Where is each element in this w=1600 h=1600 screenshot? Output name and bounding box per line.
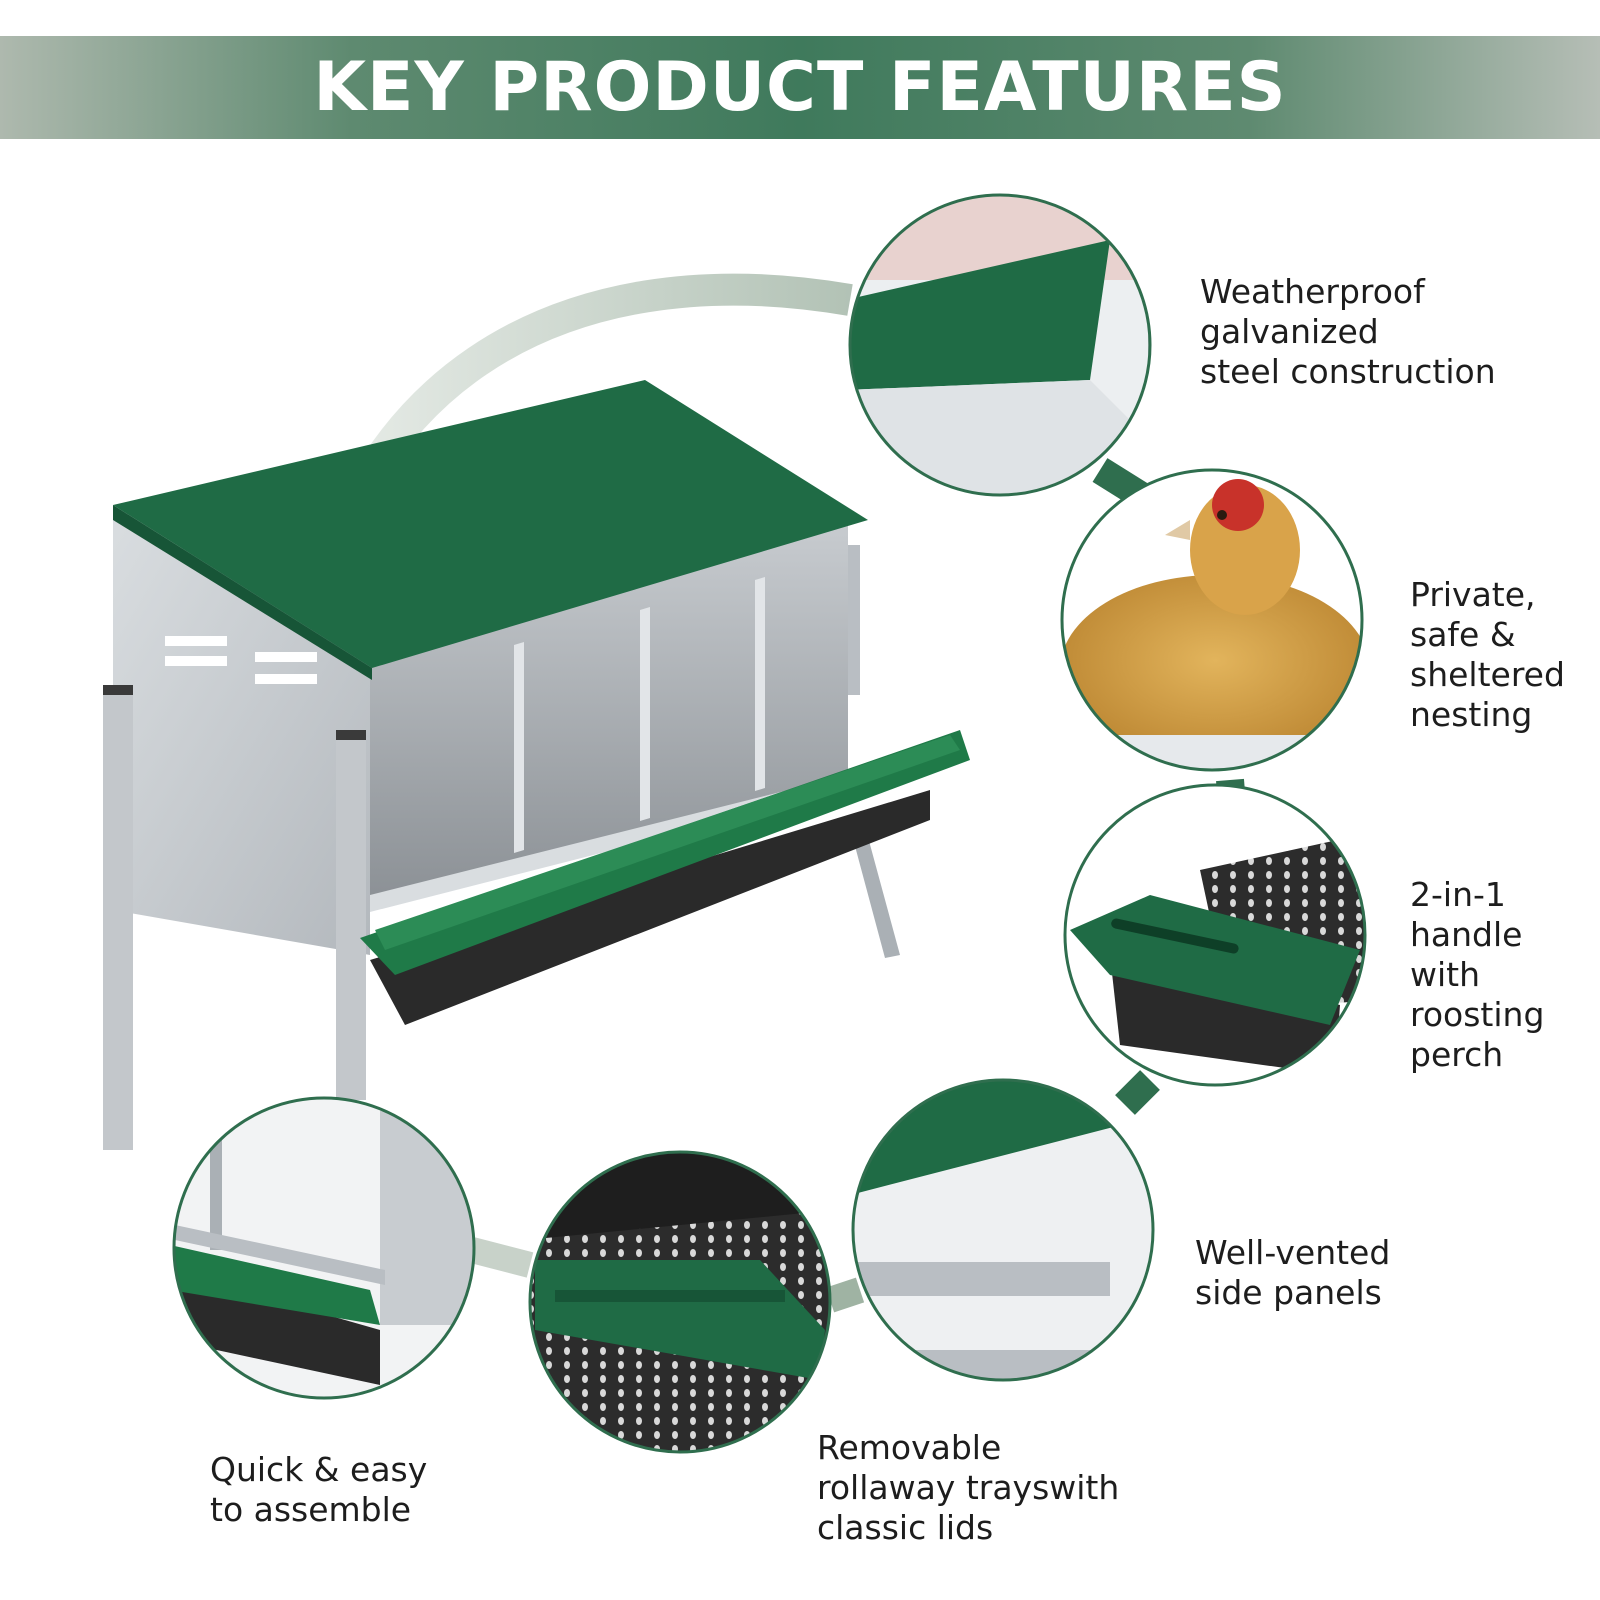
connector-arc — [468, 1237, 534, 1278]
connector-arc — [1115, 1070, 1160, 1115]
feature-label-weatherproof: Weatherproof galvanized steel constructi… — [1200, 272, 1496, 391]
feature-image-rollaway-tray — [528, 1150, 832, 1454]
feature-label-rollaway-trays: Removable rollaway trayswith classic lid… — [817, 1428, 1120, 1547]
feature-image-hen — [1060, 468, 1364, 772]
header-banner: KEY PRODUCT FEATURES — [0, 36, 1600, 139]
connector-arc — [825, 1277, 865, 1313]
feature-image-steel-roof — [848, 193, 1152, 497]
page-title: KEY PRODUCT FEATURES — [313, 48, 1287, 127]
feature-image-assembly — [172, 1096, 476, 1400]
feature-image-handle-perch — [1063, 783, 1367, 1087]
feature-label-private-nesting: Private, safe & sheltered nesting — [1410, 575, 1565, 734]
feature-image-vented-panel — [851, 1078, 1155, 1382]
feature-label-vented-panels: Well-vented side panels — [1195, 1233, 1391, 1312]
feature-label-handle-perch: 2-in-1 handle with roosting perch — [1410, 875, 1545, 1074]
chicken-nesting-box-icon — [103, 380, 970, 1150]
feature-label-assembly: Quick & easy to assemble — [210, 1450, 428, 1529]
